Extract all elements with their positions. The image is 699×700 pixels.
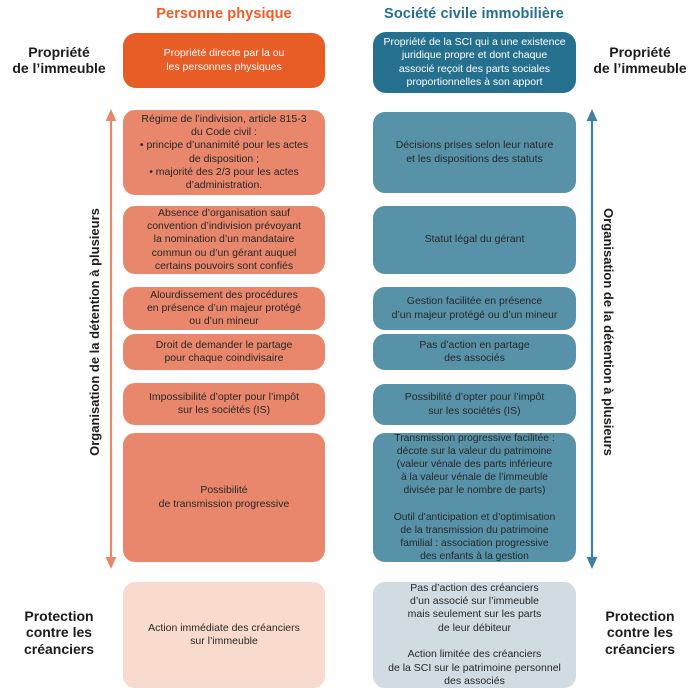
- row-label-protection-right: Protection contre les créanciers: [604, 608, 676, 657]
- sci-org-box-statut-gerant: Statut légal du gérant: [373, 206, 576, 274]
- sci-org-box-decisions: Décisions prises selon leur nature et le…: [373, 112, 576, 193]
- vertical-double-arrow-icon: [105, 109, 117, 569]
- row-label-protection-left: Protection contre les créanciers: [23, 608, 95, 657]
- sci-property-box: Propriété de la SCI qui a une existence …: [373, 32, 576, 93]
- row-label-propriete-left: Propriété de l’immeuble: [12, 44, 106, 77]
- pp-org-box-alourdissement: Alourdissement des procédures en présenc…: [123, 287, 325, 330]
- pp-org-box-absence-organisation: Absence d’organisation sauf convention d…: [123, 206, 325, 274]
- row-label-organisation-right: Organisation de la détention à plusieurs: [601, 208, 616, 456]
- pp-property-box: Propriété directe par la ou les personne…: [123, 33, 325, 88]
- column-header-personne-physique: Personne physique: [156, 6, 292, 22]
- pp-org-box-indivision: Régime de l’indivision, article 815-3 du…: [123, 110, 325, 195]
- sci-protection-box: Pas d’action des créanciers d’un associé…: [373, 582, 576, 688]
- sci-org-box-pas-partage: Pas d’action en partage des associés: [373, 334, 576, 370]
- row-label-propriete-right: Propriété de l’immeuble: [593, 44, 687, 77]
- sci-org-box-transmission: Transmission progressive facilitée : déc…: [373, 433, 576, 562]
- column-header-sci: Société civile immobilière: [384, 6, 564, 22]
- pp-org-box-impot: Impossibilité d’opter pour l’impôt sur l…: [123, 383, 325, 425]
- pp-protection-box: Action immédiate des créanciers sur l’im…: [123, 582, 325, 688]
- sci-org-box-impot: Possibilité d’opter pour l’impôt sur les…: [373, 384, 576, 425]
- pp-org-box-partage: Droit de demander le partage pour chaque…: [123, 334, 325, 370]
- pp-org-box-transmission: Possibilité de transmission progressive: [123, 433, 325, 562]
- sci-org-box-gestion-facilitee: Gestion facilitée en présence d’un majeu…: [373, 287, 576, 330]
- vertical-double-arrow-icon: [586, 109, 598, 569]
